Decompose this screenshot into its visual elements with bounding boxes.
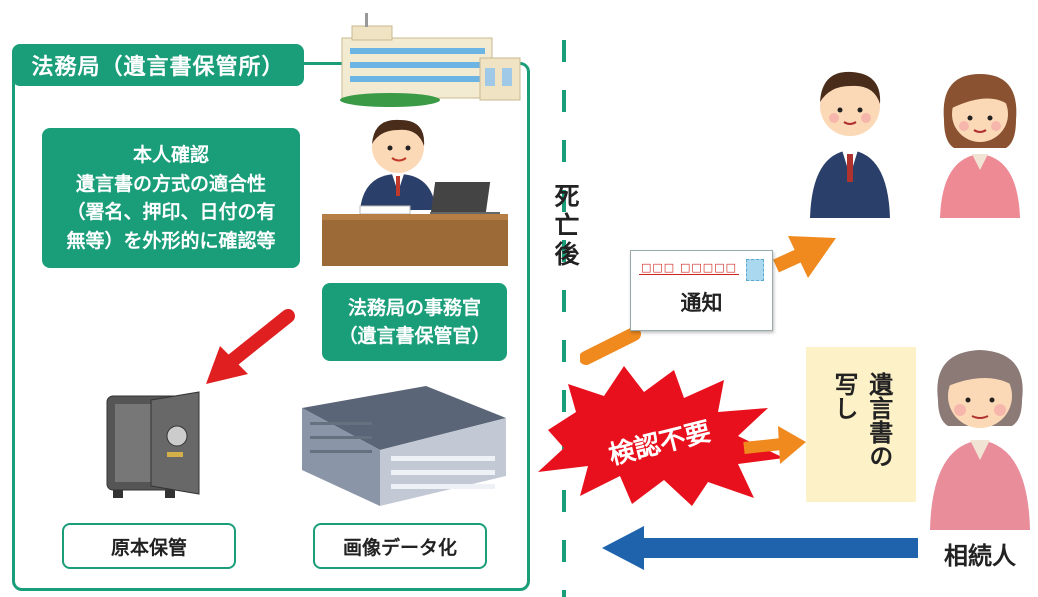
original-storage-label: 原本保管: [62, 523, 236, 569]
heir-label: 相続人: [944, 542, 1016, 570]
after-death-char-1: 死: [554, 182, 580, 211]
notice-arrow: [580, 236, 836, 365]
after-death-char-2: 亡: [554, 210, 580, 240]
safe-icon: [106, 391, 200, 498]
will-copy-document: [806, 347, 916, 502]
officer-line-1: 法務局の事務官: [347, 296, 481, 319]
confirm-line-1: 本人確認: [132, 144, 209, 166]
confirm-line-3: （署名、押印、日付の有: [66, 201, 276, 223]
after-death-char-3: 後: [554, 239, 580, 269]
notice-text: 通知: [680, 291, 723, 315]
registry-title: 法務局（遺言書保管所）: [12, 44, 304, 86]
officer-line-2: （遺言書保管官）: [338, 325, 491, 347]
registry-building-icon: [340, 13, 521, 107]
officer-at-desk-icon: [322, 119, 508, 266]
stamp-icon: [746, 259, 764, 281]
confirm-line-4: 無等）を外形的に確認等: [66, 229, 276, 252]
timeline-divider: [562, 40, 566, 597]
blue-arrow-to-heir: [602, 526, 918, 570]
will-copy-text: 遺言書の写し: [830, 372, 893, 468]
notice-envelope: □□□ □□□□□ 通知: [630, 250, 773, 331]
after-death-label: 死 亡 後: [553, 182, 581, 269]
copy-arrow: [743, 426, 806, 464]
identity-confirmation-box: 本人確認 遺言書の方式の適合性 （署名、押印、日付の有 無等）を外形的に確認等: [42, 128, 300, 268]
image-data-label: 画像データ化: [313, 523, 487, 569]
officer-label-box: 法務局の事務官 （遺言書保管官）: [322, 283, 507, 361]
heir-elder-woman-icon: [930, 350, 1030, 530]
heir-man-icon: [810, 71, 890, 218]
no-probate-burst: 検認不要: [538, 366, 784, 506]
data-center-icon: [302, 386, 506, 506]
heir-woman-icon: [940, 74, 1020, 218]
confirm-line-2: 遺言書の方式の適合性: [75, 172, 266, 195]
red-arrow-to-safe: [206, 309, 295, 384]
envelope-address-label: □□□ □□□□□: [639, 261, 739, 275]
